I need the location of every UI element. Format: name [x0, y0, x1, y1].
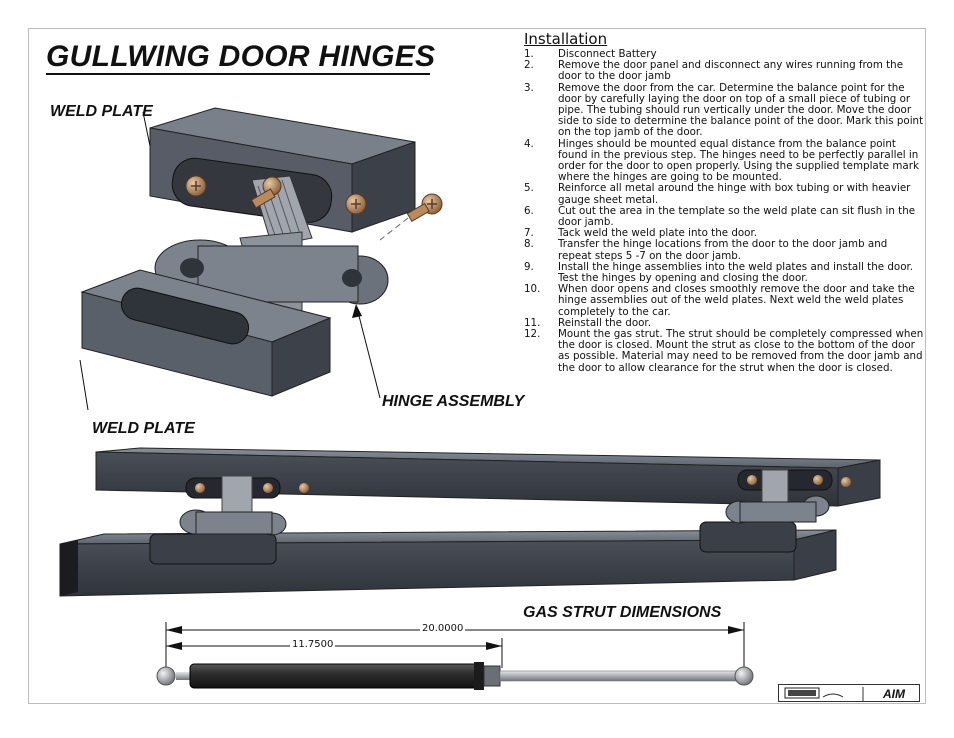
lower-tube [59, 521, 837, 597]
callout-weld-plate-top: WELD PLATE [50, 103, 153, 120]
installation-instructions: Installation 1.Disconnect Battery 2.Remo… [524, 30, 924, 374]
small-hinge-right [725, 469, 830, 524]
dimension-body-length: 11.7500 [290, 639, 336, 650]
installation-step: 11.Reinstall the door. [524, 316, 651, 329]
callout-gas-strut-dimensions: GAS STRUT DIMENSIONS [523, 604, 722, 621]
installation-heading: Installation [524, 30, 608, 48]
company-logo-icon [784, 687, 864, 701]
installation-step: 8.Transfer the hinge locations from the … [524, 238, 888, 262]
title-block-logos: AIM [778, 684, 920, 702]
dimension-overall-length: 20.0000 [420, 623, 466, 634]
aim-logo: AIM [883, 687, 905, 701]
title-underline [46, 73, 430, 75]
installation-step: 3.Remove the door from the car. Determin… [524, 81, 924, 139]
installation-step: 10.When door opens and closes smoothly r… [524, 283, 915, 318]
callout-leaders [79, 111, 381, 411]
page-title: GULLWING DOOR HINGES [46, 40, 436, 73]
callout-hinge-assembly: HINGE ASSEMBLY [382, 393, 525, 410]
installation-step: 6.Cut out the area in the template so th… [524, 204, 916, 229]
callout-weld-plate-bottom: WELD PLATE [92, 420, 195, 437]
installation-step: 12.Mount the gas strut. The strut should… [524, 328, 924, 374]
installation-step: 4.Hinges should be mounted equal distanc… [524, 137, 919, 184]
installation-steps: 1.Disconnect Battery 2.Remove the door p… [524, 48, 924, 374]
drawing-border [28, 28, 926, 704]
installation-step: 7.Tack weld the weld plate into the door… [524, 227, 758, 240]
installation-step: 9.Install the hinge assemblies into the … [524, 260, 914, 285]
lower-weld-plate [80, 269, 332, 397]
installation-step: 1.Disconnect Battery [524, 48, 657, 60]
installation-step: 5.Reinforce all metal around the hinge w… [524, 182, 911, 206]
installation-step: 2.Remove the door panel and disconnect a… [524, 59, 904, 83]
small-hinge-left [179, 475, 287, 536]
upper-screws [185, 175, 443, 241]
